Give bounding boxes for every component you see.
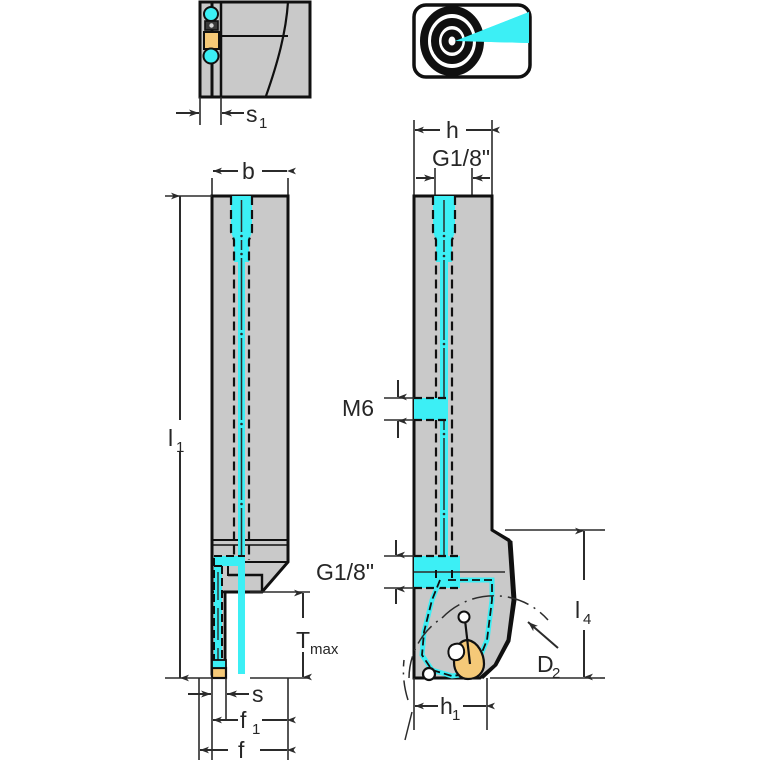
dim-label-h: h (446, 117, 459, 143)
centre-dot-3 (240, 332, 243, 336)
side-centre-dot-3 (442, 342, 446, 346)
head-arc-outer (402, 659, 409, 701)
side-view-m6-port: M6 (342, 380, 446, 438)
side-centre-dot-1 (442, 234, 446, 238)
end-view-relief-curve (264, 1, 290, 97)
coolant-branch-dash-1 (213, 555, 245, 674)
side-view-insert-assembly (421, 610, 486, 682)
dim-label-D2: D (537, 651, 554, 677)
dim-label-M6: M6 (342, 395, 374, 421)
dim-label-Tmax-sub: max (310, 641, 339, 658)
m6-port-dash (414, 396, 446, 422)
centre-dot-1 (240, 234, 243, 238)
head-coolant-stub (435, 570, 453, 580)
side-view-coolant-channel (431, 196, 457, 580)
centre-dot-2 (240, 252, 243, 256)
dim-label-f: f (238, 737, 245, 763)
dim-label-s1-sub: 1 (259, 115, 267, 132)
side-centre-dot-4 (442, 432, 446, 436)
dim-label-l1: l (168, 425, 173, 451)
centre-dot-4 (240, 422, 243, 426)
end-view-group: s 1 (176, 0, 312, 132)
dim-label-l4-sub: 4 (583, 611, 591, 628)
dim-label-l4: l (575, 597, 580, 623)
side-view-g18-lower-port: G1/8" (316, 540, 505, 604)
front-view-insert (210, 666, 228, 680)
dim-label-D2-sub: 2 (552, 665, 560, 682)
head-arc-right (441, 594, 549, 621)
side-coolant-dash-left (431, 196, 438, 570)
dim-label-h1: h (440, 693, 453, 719)
dim-label-G18-bottom: G1/8" (316, 559, 374, 585)
centre-dot-5 (240, 502, 243, 506)
dim-label-f1-sub: 1 (252, 721, 260, 738)
cutting-insert-end-view (203, 31, 220, 50)
front-view-coolant-channel (213, 196, 254, 674)
dim-label-Tmax: T (296, 627, 310, 653)
side-centre-dot-2 (442, 254, 446, 258)
icon-spray-cone-over (455, 12, 529, 43)
dim-label-s1: s (246, 101, 258, 127)
dim-label-l1-sub: 1 (176, 439, 184, 456)
dim-leader-D2 (527, 621, 559, 649)
coolant-outlet-hole (421, 666, 437, 682)
clamp-screw-head (457, 610, 471, 624)
front-view-group: b (165, 158, 339, 763)
side-coolant-dash-right (450, 196, 457, 570)
front-view-insert-coolant (211, 659, 227, 669)
g18-lower-dash (414, 554, 460, 590)
head-coolant-left-dash (421, 579, 469, 677)
coolant-dash-left (229, 196, 236, 560)
dim-label-b: b (242, 158, 255, 184)
insert-clamp-pad (447, 642, 466, 662)
head-arc-tail (404, 711, 413, 741)
side-centre-dot-5 (442, 512, 446, 516)
coolant-port-upper (203, 6, 219, 22)
coolant-port-lower (202, 47, 220, 65)
dim-label-f1: f (240, 707, 247, 733)
head-coolant-right-dash (448, 579, 493, 673)
dim-label-G18-top: G1/8" (432, 145, 490, 171)
head-arc-left (408, 617, 443, 679)
m6-port-fill (414, 398, 446, 420)
screw-socket (209, 23, 214, 28)
side-view-group: h G1/8" M6 (316, 117, 605, 741)
dim-label-s: s (252, 681, 264, 707)
precision-coolant-icon (412, 3, 532, 79)
dim-label-h1-sub: 1 (452, 707, 460, 724)
side-view-head-edge (480, 528, 517, 680)
coolant-dash-right (247, 196, 254, 560)
clamp-screw-shaft (463, 619, 472, 665)
